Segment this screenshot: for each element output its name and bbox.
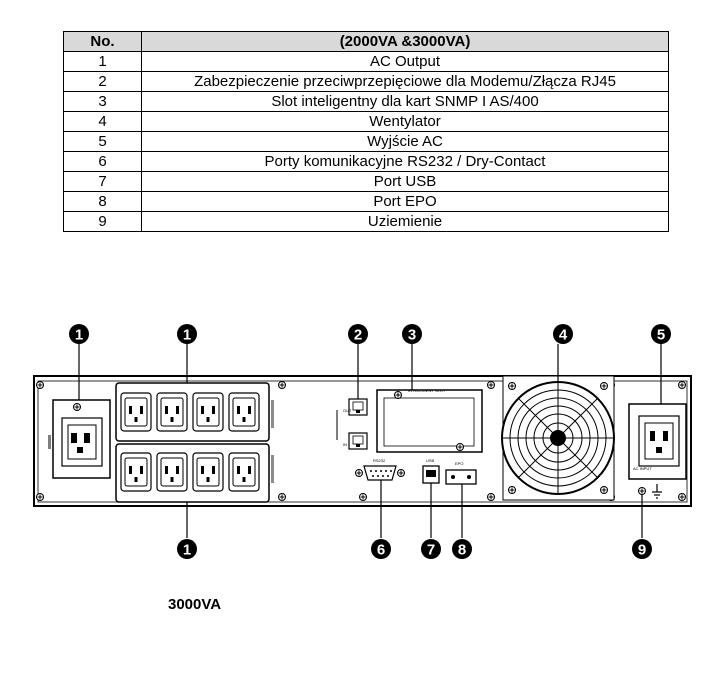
- net-out-label: OUT: [343, 408, 352, 413]
- callout-6: 6: [371, 539, 391, 559]
- svg-text:1: 1: [183, 327, 191, 344]
- usb-label: USB: [426, 458, 435, 463]
- svg-text:7: 7: [427, 542, 435, 559]
- svg-text:1: 1: [183, 542, 191, 559]
- row-description: Uziemienie: [141, 211, 669, 232]
- cooling-fan: [501, 375, 615, 501]
- outlet-bank: [115, 382, 274, 503]
- svg-text:4: 4: [559, 327, 568, 344]
- epo-label: EPO: [455, 461, 463, 466]
- intelligent-slot-label: INTELLIGENT SLOT: [408, 388, 446, 393]
- rs232-port: RS232: [355, 458, 405, 481]
- callout-3: 3: [402, 324, 422, 344]
- rs232-label: RS232: [373, 458, 386, 463]
- callout-1-top: 1: [177, 324, 197, 344]
- svg-text:5: 5: [657, 327, 665, 344]
- header-model: (2000VA &3000VA): [141, 31, 669, 52]
- rj45-surge-ports: OUT IN: [336, 398, 368, 450]
- row-description: Wyjście AC: [141, 131, 669, 152]
- callout-5: 5: [651, 324, 671, 344]
- ac-input-label: AC INPUT: [633, 466, 652, 471]
- header-no: No.: [63, 31, 142, 52]
- usb-port: USB: [422, 458, 440, 484]
- table-header-row: No. (2000VA &3000VA): [63, 31, 669, 52]
- left-ac-outlet: [48, 399, 111, 479]
- callout-1-left: 1: [69, 324, 89, 344]
- leader-lines: [78, 344, 662, 538]
- callout-8: 8: [452, 539, 472, 559]
- intelligent-slot: INTELLIGENT SLOT: [376, 388, 483, 453]
- callout-2: 2: [348, 324, 368, 344]
- svg-text:2: 2: [354, 327, 362, 344]
- callout-9: 9: [632, 539, 652, 559]
- callout-4: 4: [553, 324, 573, 344]
- svg-text:3: 3: [408, 327, 416, 344]
- callout-1-bottom: 1: [177, 539, 197, 559]
- svg-text:1: 1: [75, 327, 83, 344]
- svg-text:6: 6: [377, 542, 385, 559]
- svg-text:8: 8: [458, 542, 466, 559]
- model-caption: 3000VA: [168, 596, 222, 613]
- net-in-label: IN: [343, 442, 347, 447]
- ac-input-socket: AC INPUT: [628, 403, 687, 480]
- row-description: Porty komunikacyjne RS232 / Dry-Contact: [141, 151, 669, 172]
- ground-terminal: [638, 484, 662, 499]
- epo-port: EPO: [445, 461, 477, 485]
- callout-7: 7: [421, 539, 441, 559]
- svg-text:9: 9: [638, 542, 646, 559]
